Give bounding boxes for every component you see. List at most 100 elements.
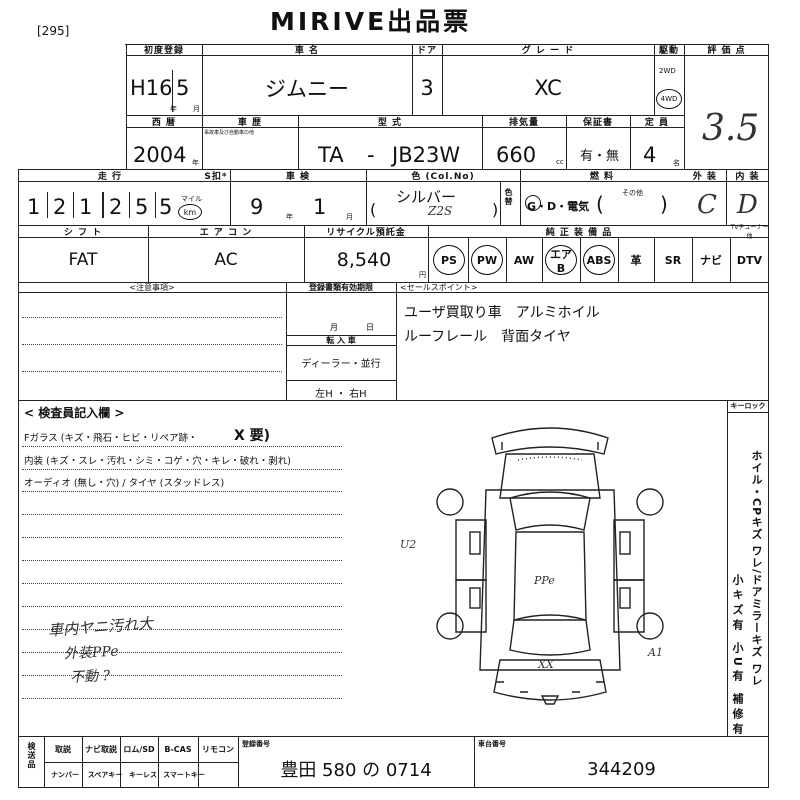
equipment-cell: ABS — [580, 242, 618, 278]
inspector-line1-mark: X 要) — [234, 428, 271, 444]
equipment-label: ABS — [583, 245, 615, 275]
plate-header: 登録番号 — [242, 740, 270, 748]
side-note-2: 小キズ有 小U有 補修有 — [731, 574, 744, 738]
accessory-item: ロム/SD — [123, 744, 155, 754]
exterior-header: 外 装 — [692, 171, 718, 182]
dealer-options: ディーラー・並行 — [301, 358, 381, 370]
accessory-item: キーレス — [129, 771, 157, 779]
color-open-paren: ( — [370, 200, 377, 219]
doors-header: ドア — [416, 46, 437, 56]
equipment-label: DTV — [736, 253, 763, 267]
inspector-line3: オーディオ (無し・穴) / タイヤ (スタッドレス) — [24, 478, 225, 489]
document-title: MIRIVE出品票 — [270, 7, 472, 36]
equipment-cell: 革 — [618, 242, 654, 278]
mileage-digit: 5 — [159, 195, 173, 219]
year-value-unit: 年 — [192, 159, 199, 167]
equipment-label: AW — [513, 253, 535, 267]
history-sub: 事故車及び自動車の他 — [204, 130, 255, 136]
equipment-cell: AW — [506, 242, 542, 278]
capacity-header: 定 員 — [644, 117, 670, 128]
diagram-note-a1: A1 — [648, 646, 663, 659]
equipment-label: PW — [471, 245, 503, 275]
km-unit-circle: km — [178, 204, 202, 220]
diagram-note-u2: U2 — [400, 538, 417, 551]
color-tag: 色替 — [504, 188, 513, 206]
car-name-value: ジムニー — [265, 76, 349, 101]
mileage-digit: 1 — [79, 195, 93, 219]
reading-header: S扣* — [204, 171, 228, 182]
accessory-item: リモコン — [202, 744, 234, 754]
equipment-cell: エアB — [542, 242, 580, 278]
equipment-label: 革 — [630, 254, 642, 267]
equipment-cell: ナビ — [692, 242, 730, 278]
transfer-header: 転 入 車 — [326, 335, 356, 345]
shift-value: FAT — [68, 250, 98, 270]
inspection-month: 1 — [313, 195, 327, 219]
score-value: 3.5 — [702, 108, 760, 149]
cc-unit: cc — [556, 158, 564, 166]
displacement-value: 660 — [496, 143, 537, 167]
inspector-note-1: 車内ヤニ汚れ大 — [47, 614, 154, 640]
interior-header: 内 装 — [735, 171, 760, 182]
first-reg-era: H16 — [130, 76, 173, 100]
accessory-item: スマートキー — [163, 771, 205, 779]
equipment-cell: PW — [468, 242, 506, 278]
key-lock-header: キーロック — [730, 402, 766, 410]
fuel-open-paren: ( — [596, 192, 604, 216]
capacity-value: 4 — [643, 143, 657, 167]
inspector-note-3: 不動 ? — [69, 667, 111, 687]
color-close-paren: ) — [492, 200, 499, 219]
interior-value: D — [737, 190, 758, 220]
fuel-options: G・D・電気 — [527, 200, 590, 213]
inspection-year-unit: 年 — [286, 213, 293, 221]
ship-label: 検送品 — [27, 742, 36, 769]
fuel-close-paren: ) — [660, 192, 668, 216]
sales-point-line1: ユーザ買取り車 アルミホイル — [404, 305, 600, 321]
grade-value: XC — [534, 75, 562, 100]
color-header: 色 (Col.No) — [411, 171, 475, 182]
grade-header: グ レ ー ド — [521, 46, 575, 56]
exterior-value: C — [697, 190, 717, 220]
diagram-note-ppe: PPe — [534, 574, 555, 587]
reg-doc-header: 登録書類有効期限 — [309, 282, 373, 292]
inspection-month-unit: 月 — [346, 213, 353, 221]
model-header: 型 式 — [377, 117, 403, 128]
color-value: シルバー — [396, 188, 457, 206]
mile-unit: マイル — [181, 195, 202, 203]
inspection-header: 車 検 — [285, 171, 311, 182]
inspector-line1: Fガラス (キズ・飛石・ヒビ・リペア跡・ — [24, 433, 198, 444]
model-dash: - — [367, 143, 375, 167]
mileage-digit: 2 — [53, 195, 67, 219]
fuel-header: 燃 料 — [589, 171, 615, 182]
mileage-digit: 2 — [109, 195, 123, 219]
sales-point-line2: ルーフレール 背面タイヤ — [404, 329, 571, 345]
shift-header: シ フ ト — [63, 227, 103, 238]
drive-header: 駆動 — [658, 46, 679, 56]
four-wd-circle: 4WD — [656, 89, 682, 109]
equipment-label: SR — [664, 253, 682, 267]
score-header: 評 価 点 — [707, 46, 746, 56]
year-value: 2004 — [133, 143, 187, 167]
handle-options: 左H ・ 右H — [315, 388, 367, 400]
yen-unit: 円 — [419, 271, 426, 279]
sales-point-header: <セールスポイント> — [400, 283, 478, 292]
two-wd-label: 2WD — [659, 67, 676, 75]
diagram-note-xx: XX — [538, 658, 554, 671]
inspector-note-2: 外装PPe — [63, 643, 119, 663]
doors-value: 3 — [420, 75, 434, 100]
mileage-digit: 1 — [27, 195, 41, 219]
fuel-other: その他 — [622, 189, 643, 197]
warranty-value: 有・無 — [580, 149, 620, 164]
caution-header: <注意事項> — [129, 282, 175, 292]
history-header: 車 歴 — [237, 117, 263, 128]
equipment-label: ナビ — [700, 254, 722, 267]
inspector-header: < 検査員記入欄 > — [24, 406, 125, 420]
equipment-cell: SR — [654, 242, 692, 278]
aircon-header: エ ア コ ン — [199, 227, 253, 238]
model-code: JB23W — [392, 143, 461, 167]
car-name-header: 車 名 — [294, 46, 320, 56]
month-unit: 月 — [193, 105, 200, 113]
reg-month-unit: 月 — [330, 323, 338, 332]
reg-day-unit: 日 — [366, 323, 374, 332]
accessory-item: ナンバー — [51, 771, 79, 779]
